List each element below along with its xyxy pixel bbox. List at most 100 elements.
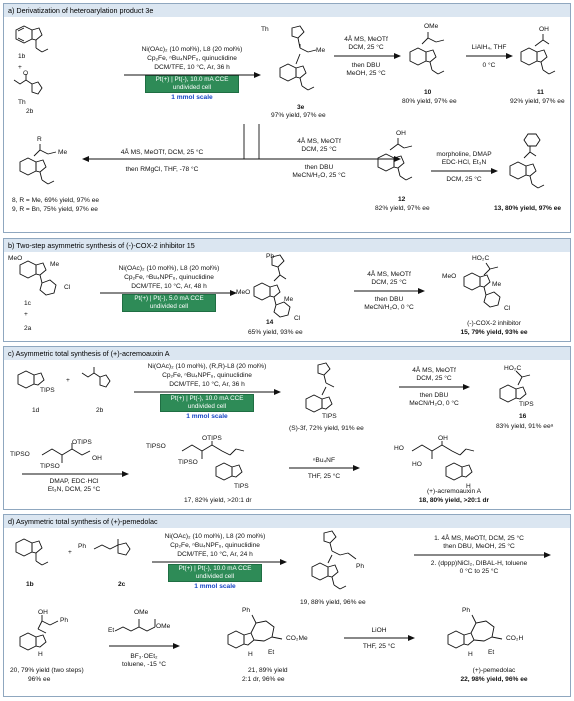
tipso-label-17-a: TIPSO	[146, 443, 166, 450]
reagents-12-line-4: MeCN/H₂O, 25 °C	[292, 172, 346, 179]
methyl-label-3e: Me	[316, 47, 326, 54]
yield-3e: 97% yield, 97% ee	[271, 112, 326, 119]
cell-line-1: Pt(+) | Pt(-), 10.0 mA CCE	[155, 76, 229, 83]
yield-12: 82% yield, 97% ee	[375, 205, 430, 212]
scale-label: 1 mmol scale	[171, 94, 213, 101]
tipso-label-diol-2: TIPSO	[40, 463, 60, 470]
panel-c-header: c) Asymmetric total synthesis of (+)-acr…	[4, 347, 570, 360]
hydroxyl-label-12: OH	[396, 130, 406, 137]
reagents-12-line-3: then DBU	[304, 164, 334, 171]
reagents-18-line-1: ⁿBu₄NF	[313, 457, 335, 464]
label-2b: 2b	[26, 108, 34, 115]
structure-2b	[13, 74, 43, 95]
reagents-22-line-2: THF, 25 °C	[362, 643, 396, 650]
reagents-11-line-1: LiAlH₄, THF	[471, 44, 507, 51]
structure-1b-d	[15, 538, 49, 566]
reagents-20-line-1: 1. 4Å MS, MeOTf, DCM, 25 °C	[434, 535, 524, 542]
hydroxyl-label-18-a: HO	[394, 445, 404, 452]
reagents-10-line-2: DCM, 25 °C	[348, 44, 384, 51]
cell-conditions-badge-b: Pt(+) | Pt(-), 5.0 mA CCE undivided cell	[122, 294, 216, 312]
structure-3f	[305, 362, 335, 413]
structure-15	[463, 262, 501, 308]
scale-label-d: 1 mmol scale	[194, 583, 236, 590]
yield-18: 18, 80% yield, >20:1 dr	[418, 497, 490, 504]
thienyl-label: Th	[18, 99, 26, 106]
methoxy-label-b: OMe	[156, 623, 171, 630]
phenyl-label-14: Ph	[266, 253, 275, 260]
phenyl-label-22: Ph	[462, 607, 471, 614]
ethyl-label-22: Et	[488, 649, 495, 656]
conditions-c-line-2: Cp₂Fe, ⁿBu₄NPF₆, quinuclidine	[162, 372, 252, 379]
label-14: 14	[266, 319, 274, 326]
conditions-line-1: Ni(OAc)₂ (10 mol%), L8 (20 mol%)	[141, 46, 243, 53]
panel-c: c) Asymmetric total synthesis of (+)-acr…	[3, 346, 571, 510]
methoxy-label-15: MeO	[442, 273, 457, 280]
reagents-21-line-2: toluene, -15 °C	[121, 661, 167, 668]
reagents-17-line-2: Et₃N, DCM, 25 °C	[47, 486, 101, 493]
methoxy-label-14: MeO	[236, 289, 251, 296]
structure-21	[227, 614, 283, 649]
reagents-8-line-2: then RMgCl, THF, -78 °C	[125, 166, 199, 173]
cell-c-line-1: Pt(+) | Pt(-), 10.0 mA CCE	[170, 395, 244, 402]
dr-21: 2:1 dr, 96% ee	[242, 676, 285, 683]
reagents-11-line-2: 0 °C	[482, 62, 496, 69]
reaction-arrow-1	[124, 72, 261, 78]
cell-c-line-2: undivided cell	[187, 403, 227, 410]
methyl-label-8: Me	[58, 149, 68, 156]
cell-b-line-2: undivided cell	[149, 303, 189, 310]
reaction-arrow-c4	[289, 465, 360, 471]
tipso-label-diol-1: TIPSO	[10, 451, 30, 458]
label-10: 10	[424, 89, 432, 96]
reaction-arrow-d4	[344, 635, 415, 641]
ethyl-label-21: Et	[268, 649, 275, 656]
reagents-18-line-2: THF, 25 °C	[307, 473, 341, 480]
r-group-label: R	[37, 136, 42, 143]
hydroxyl-label-diol: OH	[92, 455, 102, 462]
name-15: (-)-COX-2 inhibitor	[467, 320, 521, 327]
conditions-c-line-1: Ni(OAc)₂ (10 mol%), (R,R)-L8 (20 mol%)	[147, 363, 267, 370]
phenyl-label-20: Ph	[60, 617, 69, 624]
thienyl-label-3e: Th	[261, 26, 269, 33]
yield-20: 20, 79% yield (two steps)	[10, 667, 84, 674]
reaction-arrow-11	[466, 53, 513, 59]
name-18: (+)-acremoauxin A	[426, 488, 482, 495]
reaction-arrow-b1	[100, 290, 237, 296]
structure-1c	[19, 260, 57, 296]
structure-2b-c	[81, 367, 111, 388]
reagents-15-line-3: then DBU	[374, 296, 404, 303]
otips-label-17: OTIPS	[202, 435, 222, 442]
yield-17: 17, 82% yield, >20:1 dr	[184, 497, 252, 504]
reagents-20-line-4: 0 °C to 25 °C	[459, 568, 499, 575]
panel-b-header: b) Two-step asymmetric synthesis of (-)-…	[4, 239, 570, 252]
plus-sign-b: +	[24, 311, 28, 318]
hydroxyl-label-18-c: HO	[412, 461, 422, 468]
reagents-20-line-2: then DBU, MeOH, 25 °C	[443, 543, 515, 550]
panel-a: a) Derivatization of heteroarylation pro…	[3, 3, 571, 233]
reagents-16-line-3: then DBU	[419, 392, 449, 399]
ester-label-21: CO₂Me	[286, 635, 308, 642]
reagents-15-line-1: 4Å MS, MeOTf	[367, 271, 411, 278]
structure-12	[377, 138, 413, 181]
ee-20: 96% ee	[28, 676, 51, 683]
tips-label-3f: TIPS	[322, 413, 337, 420]
reaction-arrow-13	[431, 168, 498, 174]
reaction-arrow-c1	[134, 389, 281, 395]
conditions-d-line-1: Ni(OAc)₂ (10 mol%), L8 (20 mol%)	[164, 533, 266, 540]
panel-d: d) Asymmetric total synthesis of (+)-pem…	[3, 514, 571, 697]
reagents-17-line-1: DMAP, EDC·HCl	[49, 478, 99, 485]
reagents-12-line-2: DCM, 25 °C	[301, 146, 337, 153]
label-2c: 2c	[118, 581, 126, 588]
structure-3e	[279, 25, 317, 91]
reagents-16-line-4: MeCN/H₂O, 0 °C	[409, 400, 459, 407]
tips-label-17: TIPS	[234, 483, 249, 490]
cell-conditions-badge: Pt(+) | Pt(-), 10.0 mA CCE undivided cel…	[145, 75, 239, 93]
structure-20	[19, 615, 59, 651]
label-11: 11	[537, 89, 544, 96]
label-1c: 1c	[24, 300, 31, 307]
cell-d-line-1: Pt(+) | Pt(-), 10.0 mA CCE	[178, 565, 252, 572]
label-1d: 1d	[32, 407, 40, 414]
structure-11	[520, 34, 556, 75]
acid-label-22: CO₂H	[506, 635, 524, 642]
nh-label-22: H	[468, 651, 473, 658]
ethyl-label-ketoester: Et	[108, 627, 115, 634]
